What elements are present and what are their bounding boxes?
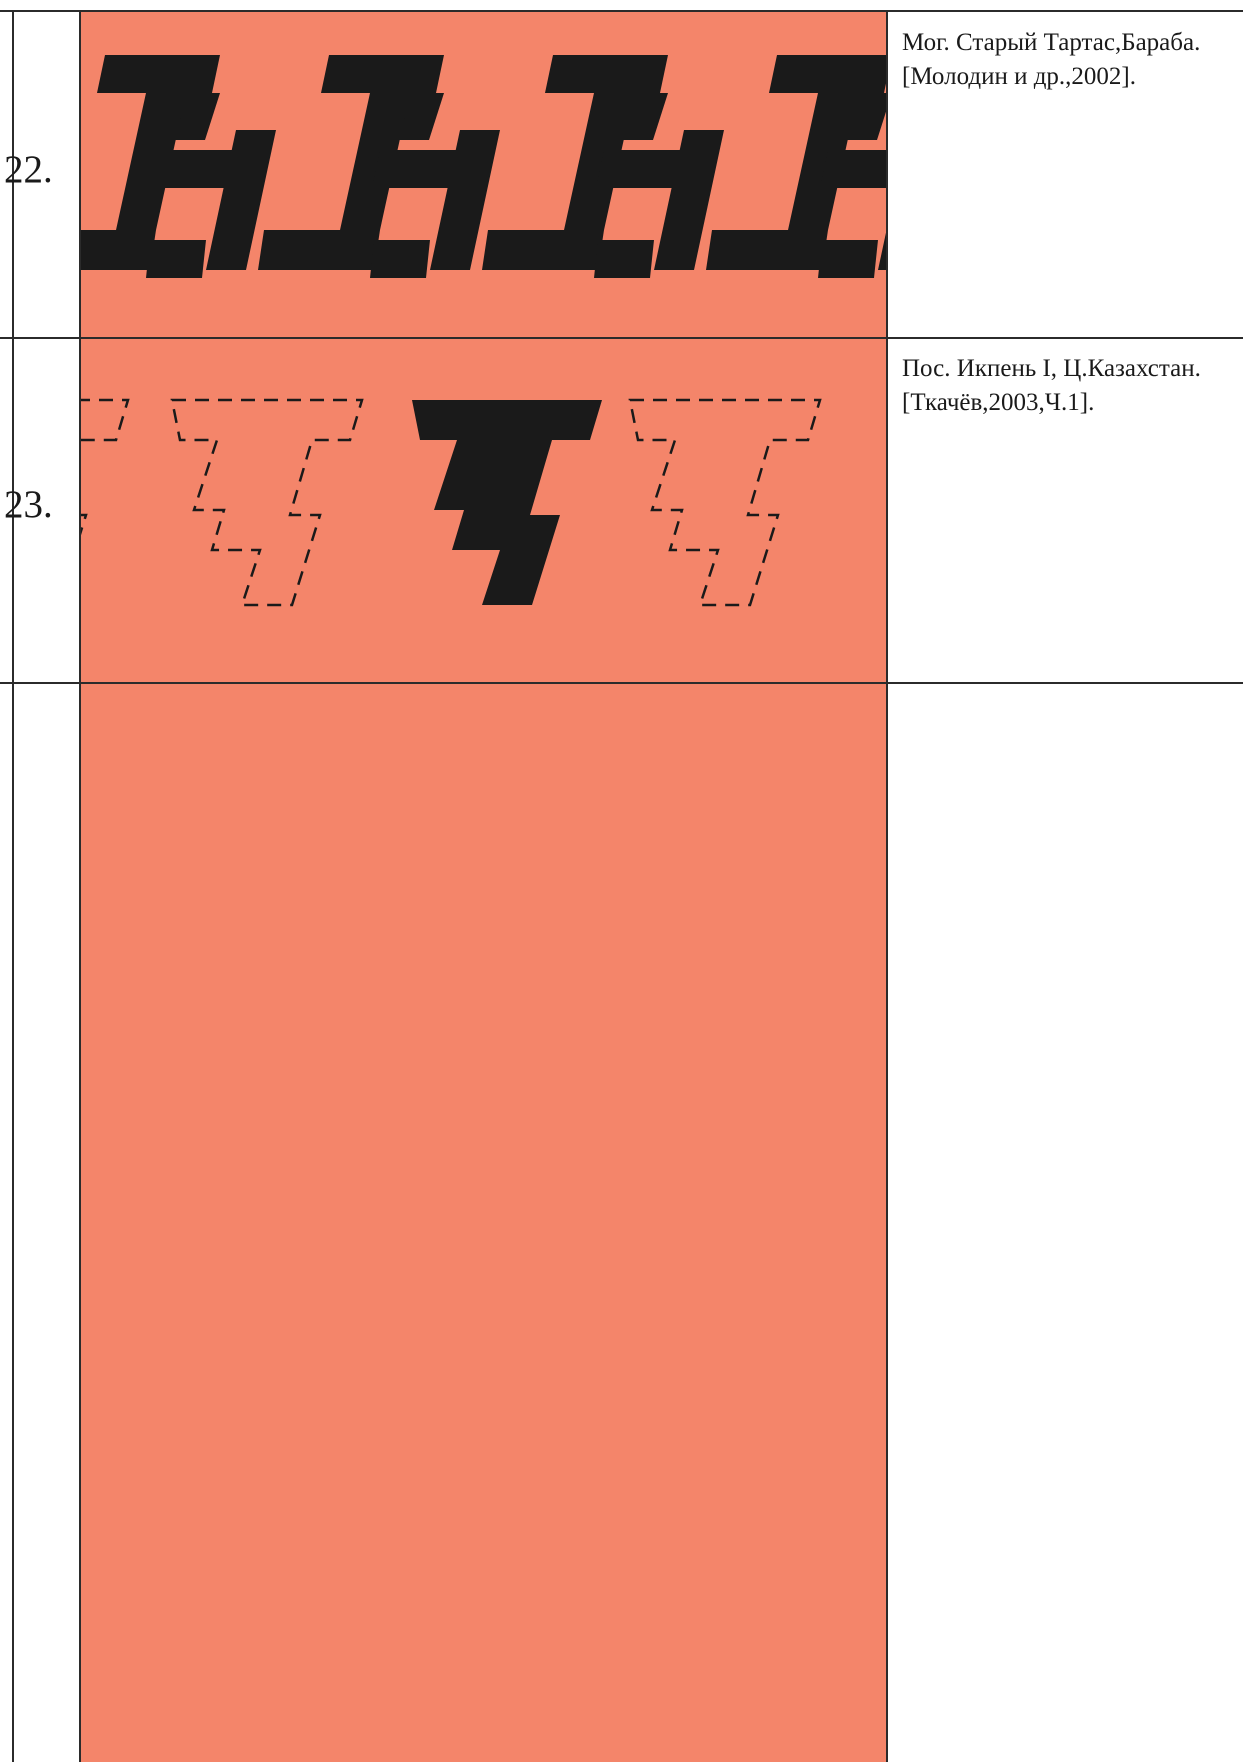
row-23-bottom-rule [0, 682, 1243, 684]
meander-motif [34, 55, 276, 278]
table-top-rule [0, 10, 1243, 12]
dashed-figure-left [172, 400, 362, 605]
row-22-bottom-rule [0, 337, 1243, 339]
source-citation: Мог. Старый Тартас,Бараба. [Молодин и др… [902, 26, 1200, 94]
table-left-rule [12, 10, 14, 1762]
number-column-rule [79, 10, 81, 1762]
row-number: 23. [4, 485, 53, 524]
source-citation: Пос. Икпень I, Ц.Казахстан. [Ткачёв,2003… [902, 352, 1201, 420]
dashed-figure-right [630, 400, 820, 605]
meander-band-ornament [0, 55, 948, 278]
row-number: 22. [4, 150, 53, 189]
solid-figure-center [412, 400, 602, 605]
stepped-figure-ornament [0, 400, 820, 605]
ornament-column-rule [886, 10, 888, 1762]
